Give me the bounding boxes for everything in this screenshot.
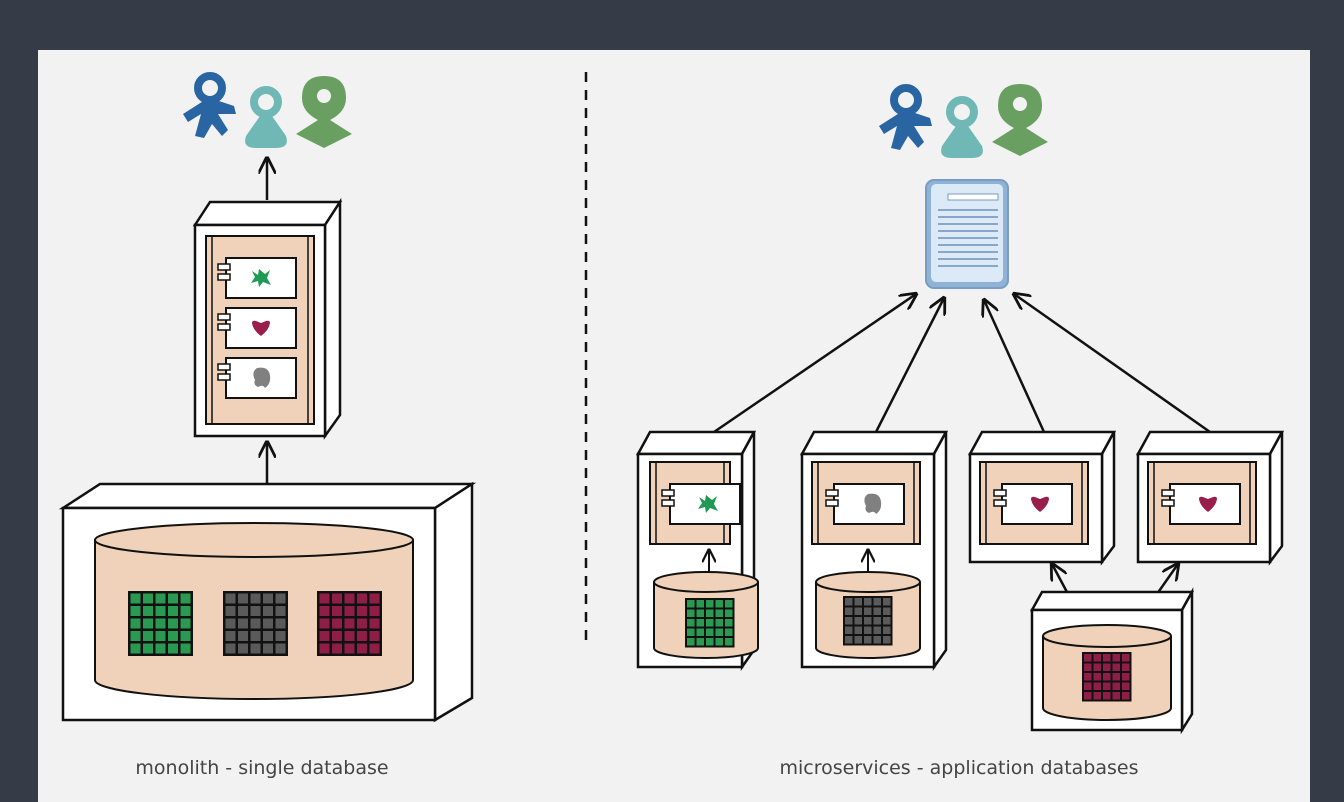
gray-data-grid-icon xyxy=(843,596,893,646)
monolith-module-blob xyxy=(217,357,297,399)
monolith-server xyxy=(192,197,343,440)
microservice-4 xyxy=(1135,430,1285,566)
red-data-grid-icon xyxy=(1082,652,1132,702)
green-data-grid-icon xyxy=(128,591,193,656)
microservice-2 xyxy=(799,430,949,671)
monolith-caption: monolith - single database xyxy=(135,757,388,779)
shared-database xyxy=(1029,587,1195,735)
service3-to-gateway-arrow xyxy=(984,300,1046,433)
slide: monolith - single database microservices… xyxy=(38,50,1310,802)
service4-to-gateway-arrow xyxy=(1014,294,1211,434)
monolith-module-heart xyxy=(217,307,297,349)
api-gateway-document-icon xyxy=(925,179,1009,289)
service2-to-gateway-arrow xyxy=(874,298,944,433)
monolith-module-x xyxy=(217,257,297,299)
microservices-users-icon xyxy=(879,84,1048,158)
architecture-diagram: monolith - single database microservices… xyxy=(58,72,1285,779)
microservices-caption: microservices - application databases xyxy=(780,757,1139,779)
red-data-grid-icon xyxy=(317,591,382,656)
monolith-users-icon xyxy=(183,76,352,148)
service1-to-gateway-arrow xyxy=(713,294,916,434)
microservice-1 xyxy=(635,430,759,671)
gray-data-grid-icon xyxy=(223,591,288,656)
green-data-grid-icon xyxy=(685,598,735,648)
microservice-3 xyxy=(967,430,1117,566)
monolith-database xyxy=(58,481,477,723)
